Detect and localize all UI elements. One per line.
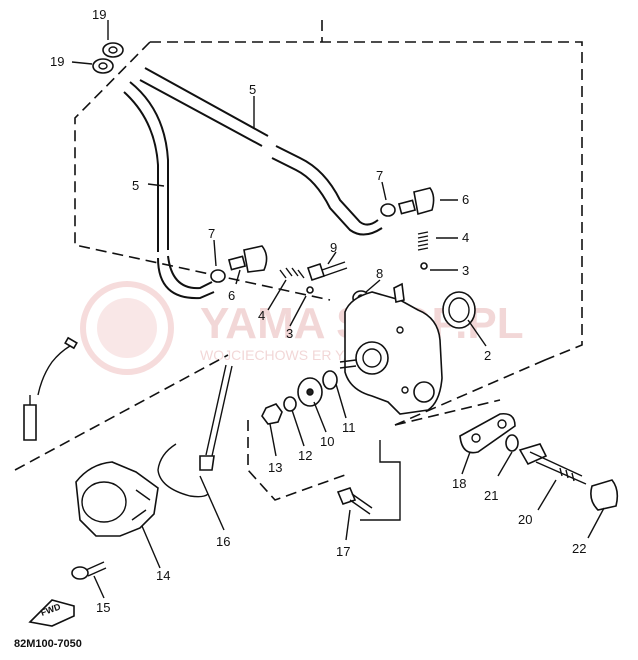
part-label-6a: 6 [462,192,469,207]
shaft-collar [590,479,619,511]
part-label-22: 22 [572,541,586,556]
check-ball-left [306,286,314,294]
part-label-7a: 7 [376,168,383,183]
hose-left [123,81,215,300]
pump-gasket [459,412,516,454]
pump-cover [75,461,159,537]
part-label-10: 10 [320,434,334,449]
part-label-20: 20 [518,512,532,527]
union-fitting-right [397,187,435,216]
pump-control-cable [157,364,233,498]
part-label-21: 21 [484,488,498,503]
part-label-17: 17 [336,544,350,559]
hose-clamp-left [210,269,226,283]
mount-bolt [336,487,373,515]
assembly-boundary [14,20,583,501]
part-label-4b: 4 [258,308,265,323]
plain-washer [283,396,297,412]
hose-clamp-right [380,203,396,217]
hose-upper [139,67,383,236]
part-label-19b: 19 [50,54,64,69]
leader-lines [71,20,605,599]
part-label-15: 15 [96,600,110,615]
nut [261,403,283,425]
oil-level-sensor [23,336,78,441]
part-label-5a: 5 [249,82,256,97]
thrust-washer [505,434,519,452]
part-label-16: 16 [216,534,230,549]
part-label-19a: 19 [92,7,106,22]
pump-drive-gear [518,443,587,485]
bleed-bolt [306,261,348,282]
part-label-7b: 7 [208,226,215,241]
part-label-4a: 4 [462,230,469,245]
cover-screw [71,561,107,580]
catalog-code: 82M100-7050 [14,638,82,650]
oil-pump-body [339,282,443,415]
spring-right [417,231,429,251]
part-label-9: 9 [330,240,337,255]
part-label-5b: 5 [132,178,139,193]
pump-pulley [297,377,323,407]
part-label-3b: 3 [286,326,293,341]
hose-clip-upper [102,42,124,58]
part-label-13: 13 [268,460,282,475]
part-label-18: 18 [452,476,466,491]
part-label-2: 2 [484,348,491,363]
hose-clip-lower [92,58,114,74]
oil-seal [442,291,476,329]
part-label-6b: 6 [228,288,235,303]
part-label-11: 11 [342,420,356,435]
spring-left [279,267,305,279]
collar-washer [322,370,338,390]
front-direction-arrow: FWD [28,599,75,627]
part-label-3a: 3 [462,263,469,278]
part-label-14: 14 [156,568,170,583]
check-ball-right [420,262,428,270]
union-fitting-left [227,245,268,273]
part-label-12: 12 [298,448,312,463]
part-number-labels: 19 19 5 5 7 6 7 6 9 8 4 3 4 3 2 11 10 12… [50,7,586,615]
bolt-leader [360,440,401,521]
part-label-8: 8 [376,266,383,281]
